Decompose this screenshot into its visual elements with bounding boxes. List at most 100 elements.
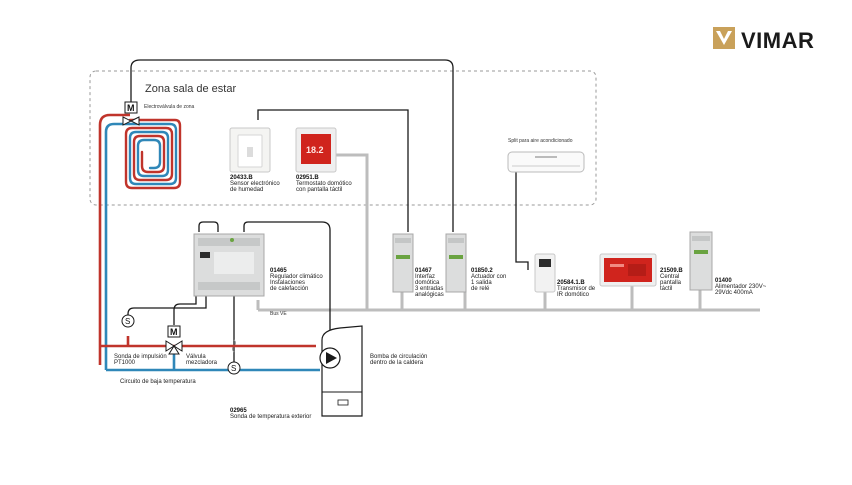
regulator-desc-1: Regulador climático — [270, 274, 323, 280]
flow-probe-label-2: PT1000 — [114, 360, 136, 366]
mixing-valve-left-icon — [165, 340, 175, 352]
flow-probe-label-1: Sonda de impulsión — [114, 354, 167, 360]
central-ui-panel — [628, 264, 646, 276]
zone-valve-label: Electroválvula de zona — [144, 104, 195, 110]
touch-central — [599, 253, 657, 287]
boiler — [319, 325, 363, 417]
central-desc-3: táctil — [660, 286, 672, 292]
split-unit — [507, 151, 585, 173]
coil-cold — [128, 122, 178, 186]
psu-body — [689, 231, 713, 291]
thermostat-screen — [301, 134, 331, 164]
power-supply — [689, 231, 713, 291]
outdoor-probe-desc: Sonda de temperatura exterior — [230, 414, 311, 420]
zone-title: Zona sala de estar — [145, 83, 236, 95]
interface-desc-1: Interfaz — [415, 274, 435, 280]
thermostat-desc-2: con pantalla táctil — [296, 187, 342, 193]
mixing-valve-bottom-icon — [168, 345, 180, 355]
flow-probe-icon — [121, 314, 135, 328]
actuator-terminals — [448, 238, 464, 243]
zone-valve: M — [122, 101, 140, 126]
regulator-desc-2: Instalaciones — [270, 280, 305, 286]
thermostat-reading: 18.2 — [306, 145, 324, 155]
humidity-desc-2: de humedad — [230, 187, 263, 193]
ir-desc-2: IR domótico — [557, 292, 590, 298]
psu-terminals — [692, 236, 710, 241]
split-unit-body — [507, 151, 585, 173]
mixing-valve-label-1: Válvula — [186, 354, 206, 360]
humidity-code: 20433.B — [230, 175, 253, 181]
regulator-code: 01465 — [270, 268, 287, 274]
interface-desc-2: domótica — [415, 280, 440, 286]
relay-actuator — [445, 233, 467, 293]
domotic-interface — [392, 233, 414, 293]
zone-boundary — [89, 70, 597, 206]
outdoor-probe-code: 02965 — [230, 408, 247, 414]
vimar-logo: VIMAR — [713, 27, 814, 53]
actuator-code: 01850.2 — [471, 268, 493, 274]
actuator-desc-1: Actuador con — [471, 274, 506, 280]
humidity-desc-1: Sensor electrónico — [230, 181, 280, 187]
central-ui-icon — [610, 264, 624, 267]
bus-label: Bus VE — [270, 311, 287, 317]
logo-v-icon — [716, 31, 732, 45]
logo-mark-icon — [713, 27, 735, 49]
mixing-valve-right-icon — [173, 340, 183, 352]
central-desc-2: pantalla — [660, 280, 682, 286]
outdoor-probe-icon — [227, 361, 241, 375]
mixing-valve-motor-label: M — [170, 327, 178, 337]
outdoor-probe-symbol: S — [231, 364, 236, 373]
interface-terminals — [395, 238, 411, 243]
zone-valve-body-icon — [122, 116, 133, 126]
thermostat-code: 02951.B — [296, 175, 319, 181]
humidity-sensor-vent-icon — [247, 147, 253, 157]
control-wiring — [127, 59, 529, 362]
actuator-label-icon — [449, 255, 463, 259]
interface-desc-4: analógicas — [415, 292, 444, 298]
zone-valve-body2-icon — [129, 116, 140, 126]
psu-code: 01400 — [715, 278, 732, 284]
outdoor-probe: S — [227, 361, 241, 375]
climate-regulator — [193, 233, 265, 297]
psu-desc-1: Alimentador 230V~ — [715, 284, 767, 290]
pump-arrow-icon — [326, 352, 337, 364]
pump-label-1: Bomba de circulación — [370, 354, 427, 360]
psu-label-icon — [694, 250, 708, 254]
regulator-panel — [214, 252, 254, 274]
interface-body — [392, 233, 414, 293]
wire-loop-a — [198, 221, 219, 232]
underfloor-coil — [124, 118, 182, 190]
ir-code: 20584.1.B — [557, 280, 585, 286]
coil-hot — [124, 118, 182, 190]
regulator-terminals-top — [198, 238, 260, 246]
zone-valve-motor-icon — [124, 101, 138, 114]
wire-zone-valve — [130, 59, 454, 232]
boiler-display-icon — [337, 399, 349, 406]
hydraulic-pipes — [98, 113, 320, 372]
ir-window-icon — [539, 259, 551, 267]
pump-label-2: dentro de la caldera — [370, 360, 424, 366]
actuator-body — [445, 233, 467, 293]
psu-desc-2: 29Vdc 400mA — [715, 290, 753, 296]
flow-probe-symbol: S — [125, 317, 130, 326]
regulator-desc-3: de calefacción — [270, 286, 308, 292]
bus-lines — [256, 153, 760, 312]
interface-code: 01467 — [415, 268, 432, 274]
wire-pump — [243, 221, 331, 330]
central-desc-1: Central — [660, 274, 679, 280]
zone-valve-motor-label: M — [127, 103, 135, 113]
flow-probe: S — [121, 314, 135, 328]
mixing-valve-motor-icon — [167, 325, 181, 338]
low-temp-label: Circuito de baja temperatura — [120, 379, 196, 385]
mixing-valve: M — [165, 325, 183, 355]
mixing-valve-label-2: mezcladora — [186, 360, 218, 366]
actuator-desc-3: de relé — [471, 286, 490, 292]
ir-transmitter — [534, 253, 556, 293]
regulator-display-icon — [200, 252, 210, 258]
humidity-sensor — [229, 127, 271, 173]
boiler-body — [321, 325, 363, 417]
bus-thermostat — [327, 153, 369, 310]
pipe-hot-riser — [98, 113, 130, 365]
regulator-terminals-bottom — [198, 282, 260, 290]
